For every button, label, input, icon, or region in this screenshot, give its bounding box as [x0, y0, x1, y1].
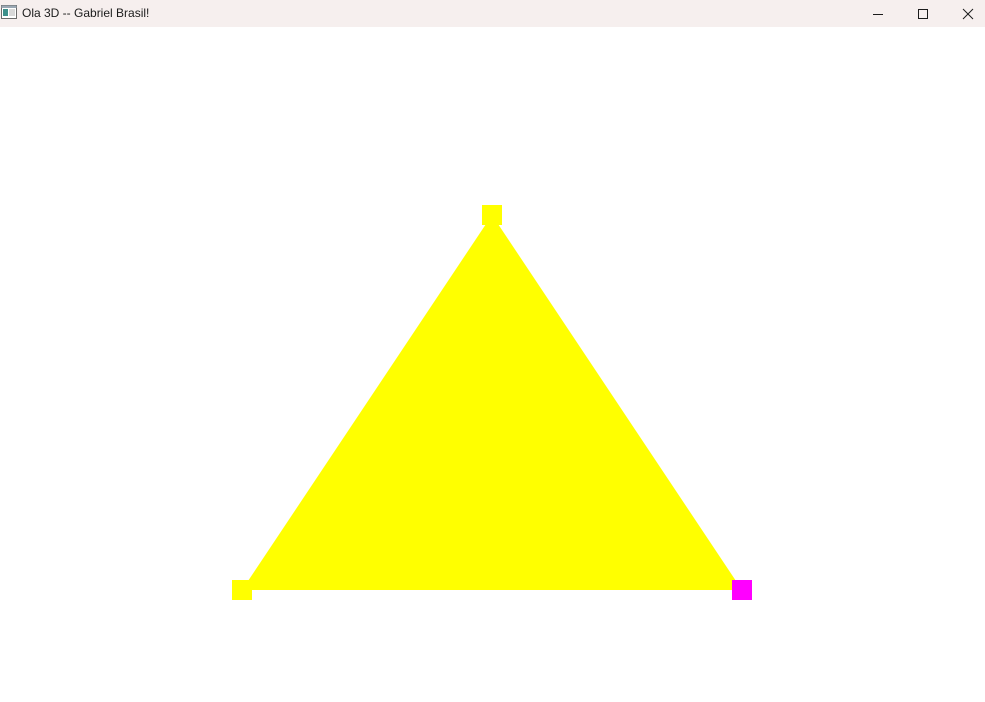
render-canvas[interactable]	[0, 27, 985, 702]
close-icon	[962, 8, 974, 20]
title-bar[interactable]: Ola 3D -- Gabriel Brasil!	[0, 0, 985, 27]
close-button[interactable]	[945, 0, 985, 27]
app-icon	[1, 5, 17, 19]
yellow-triangle	[242, 215, 742, 590]
window-title: Ola 3D -- Gabriel Brasil!	[22, 6, 150, 20]
scene-svg	[232, 205, 752, 600]
vertex-marker-top	[482, 205, 502, 225]
maximize-button[interactable]	[900, 0, 946, 27]
minimize-icon	[872, 8, 884, 20]
minimize-button[interactable]	[855, 0, 901, 27]
vertex-marker-bottom-left	[232, 580, 252, 600]
maximize-icon	[917, 8, 929, 20]
vertex-marker-bottom-right	[732, 580, 752, 600]
